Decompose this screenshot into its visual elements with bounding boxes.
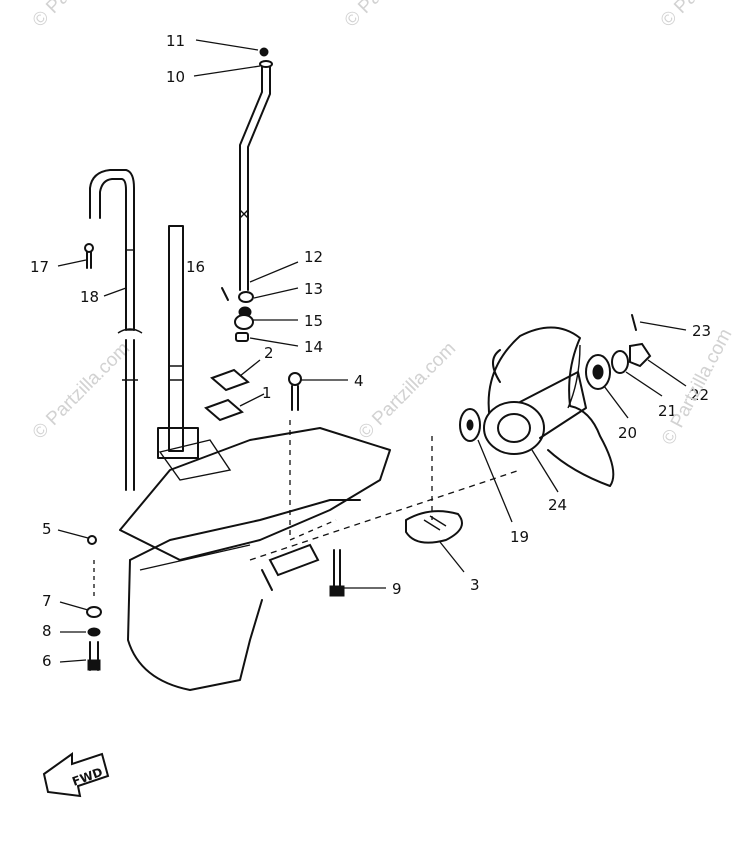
callout-8: 8	[42, 622, 52, 640]
callout-3: 3	[470, 576, 480, 594]
bolt-4	[288, 372, 302, 411]
callout-leaders	[57, 39, 687, 663]
callout-19: 19	[510, 528, 529, 546]
watermark-top-center: © Partzilla.com	[341, 0, 446, 32]
callout-16: 16	[186, 258, 205, 276]
callout-24: 24	[548, 496, 567, 514]
drive-shaft	[168, 225, 184, 452]
callout-11: 11	[166, 32, 185, 50]
callout-17: 17	[30, 258, 49, 276]
thrust-washer-19	[459, 408, 481, 442]
callout-13: 13	[304, 280, 323, 298]
anode-3	[405, 510, 463, 544]
watermark-right: © Partzilla.com	[658, 325, 737, 448]
propeller-24	[483, 326, 615, 487]
callout-2: 2	[264, 344, 274, 362]
callout-7: 7	[42, 592, 52, 610]
watermark-mid-left: © Partzilla.com	[29, 338, 134, 443]
fwd-arrow: FWD	[42, 752, 110, 798]
grommets-1-2	[204, 368, 250, 422]
callout-9: 9	[392, 580, 402, 598]
watermark-top-left: © Partzilla.com	[29, 0, 134, 32]
rod-hardware	[221, 47, 269, 342]
callout-12: 12	[304, 248, 323, 266]
callout-6: 6	[42, 652, 52, 670]
callout-15: 15	[304, 312, 323, 330]
water-tube-18	[89, 169, 143, 491]
callout-5: 5	[42, 520, 52, 538]
callout-22: 22	[690, 386, 709, 404]
assembly-lines	[93, 420, 521, 600]
left-hardware	[84, 243, 102, 671]
callout-23: 23	[692, 322, 711, 340]
callout-4: 4	[354, 372, 364, 390]
lower-casing	[119, 427, 391, 691]
bolt-9	[329, 549, 345, 597]
callout-14: 14	[304, 338, 323, 356]
watermark-mid-center: © Partzilla.com	[355, 338, 460, 443]
callout-1: 1	[262, 384, 272, 402]
callout-labels: 11 10 17 18 16 12 13 15 14 2 1 4 5 7 8 6…	[30, 32, 711, 670]
watermark-top-right: © Partzilla.com	[657, 0, 748, 32]
callout-21: 21	[658, 402, 677, 420]
shift-rod-10	[239, 60, 273, 291]
callout-10: 10	[166, 68, 185, 86]
watermarks: © Partzilla.com © Partzilla.com © Partzi…	[29, 0, 748, 444]
prop-hardware	[585, 314, 652, 390]
callout-20: 20	[618, 424, 637, 442]
callout-18: 18	[80, 288, 99, 306]
